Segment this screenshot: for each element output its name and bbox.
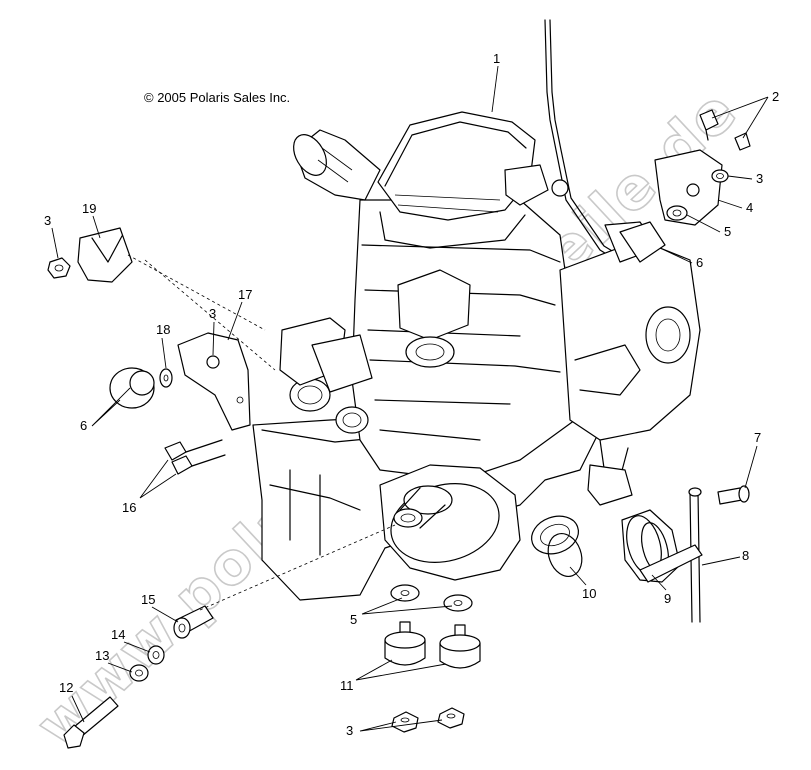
bolt-2-b <box>734 132 751 151</box>
engine-assembly <box>252 19 701 601</box>
callout-3-right: 3 <box>756 171 763 186</box>
right-mount-group <box>619 109 751 263</box>
callout-14: 14 <box>111 627 125 642</box>
callout-18: 18 <box>156 322 170 337</box>
washer-14 <box>147 645 165 665</box>
callout-15: 15 <box>141 592 155 607</box>
washer-18 <box>159 368 173 388</box>
bushing-6-right <box>619 221 666 263</box>
bolt-2-a <box>699 109 719 131</box>
callout-4: 4 <box>746 200 753 215</box>
cup-19 <box>77 227 133 283</box>
bracket-17 <box>177 332 251 431</box>
callout-3-bottom: 3 <box>346 723 353 738</box>
callout-3-left: 3 <box>44 213 51 228</box>
callout-10: 10 <box>582 586 596 601</box>
callout-labels: 1 2 3 4 5 6 3 19 3 17 18 6 16 7 8 9 10 5… <box>44 51 779 738</box>
callout-7: 7 <box>754 430 761 445</box>
callout-6-right: 6 <box>696 255 703 270</box>
copyright-text: © 2005 Polaris Sales Inc. <box>144 90 290 105</box>
lower-mount-group <box>384 584 481 733</box>
washer-5-a <box>390 584 420 602</box>
callout-9: 9 <box>664 591 671 606</box>
leader-lines <box>51 65 769 732</box>
callout-16: 16 <box>122 500 136 515</box>
callout-6-left: 6 <box>80 418 87 433</box>
callout-3-bracket: 3 <box>209 306 216 321</box>
nut-3-right <box>711 169 729 183</box>
bolt-7 <box>717 487 743 505</box>
callout-19: 19 <box>82 201 96 216</box>
washer-5-right <box>666 205 688 221</box>
callout-17: 17 <box>238 287 252 302</box>
washer-13 <box>129 664 149 682</box>
callout-1: 1 <box>493 51 500 66</box>
callout-2: 2 <box>772 89 779 104</box>
callout-11: 11 <box>340 678 354 693</box>
left-mount-group <box>47 227 276 475</box>
callout-13: 13 <box>95 648 109 663</box>
nut-3-left <box>47 257 71 279</box>
intake-group <box>547 485 750 623</box>
callout-5-right: 5 <box>724 224 731 239</box>
lower-left-hardware <box>63 524 396 749</box>
callout-8: 8 <box>742 548 749 563</box>
washer-5-b <box>443 594 473 612</box>
clamp-10 <box>547 533 583 577</box>
callout-12: 12 <box>59 680 73 695</box>
isolator-11-b <box>439 624 481 669</box>
isolator-11-a <box>384 621 426 666</box>
callout-5-lower: 5 <box>350 612 357 627</box>
